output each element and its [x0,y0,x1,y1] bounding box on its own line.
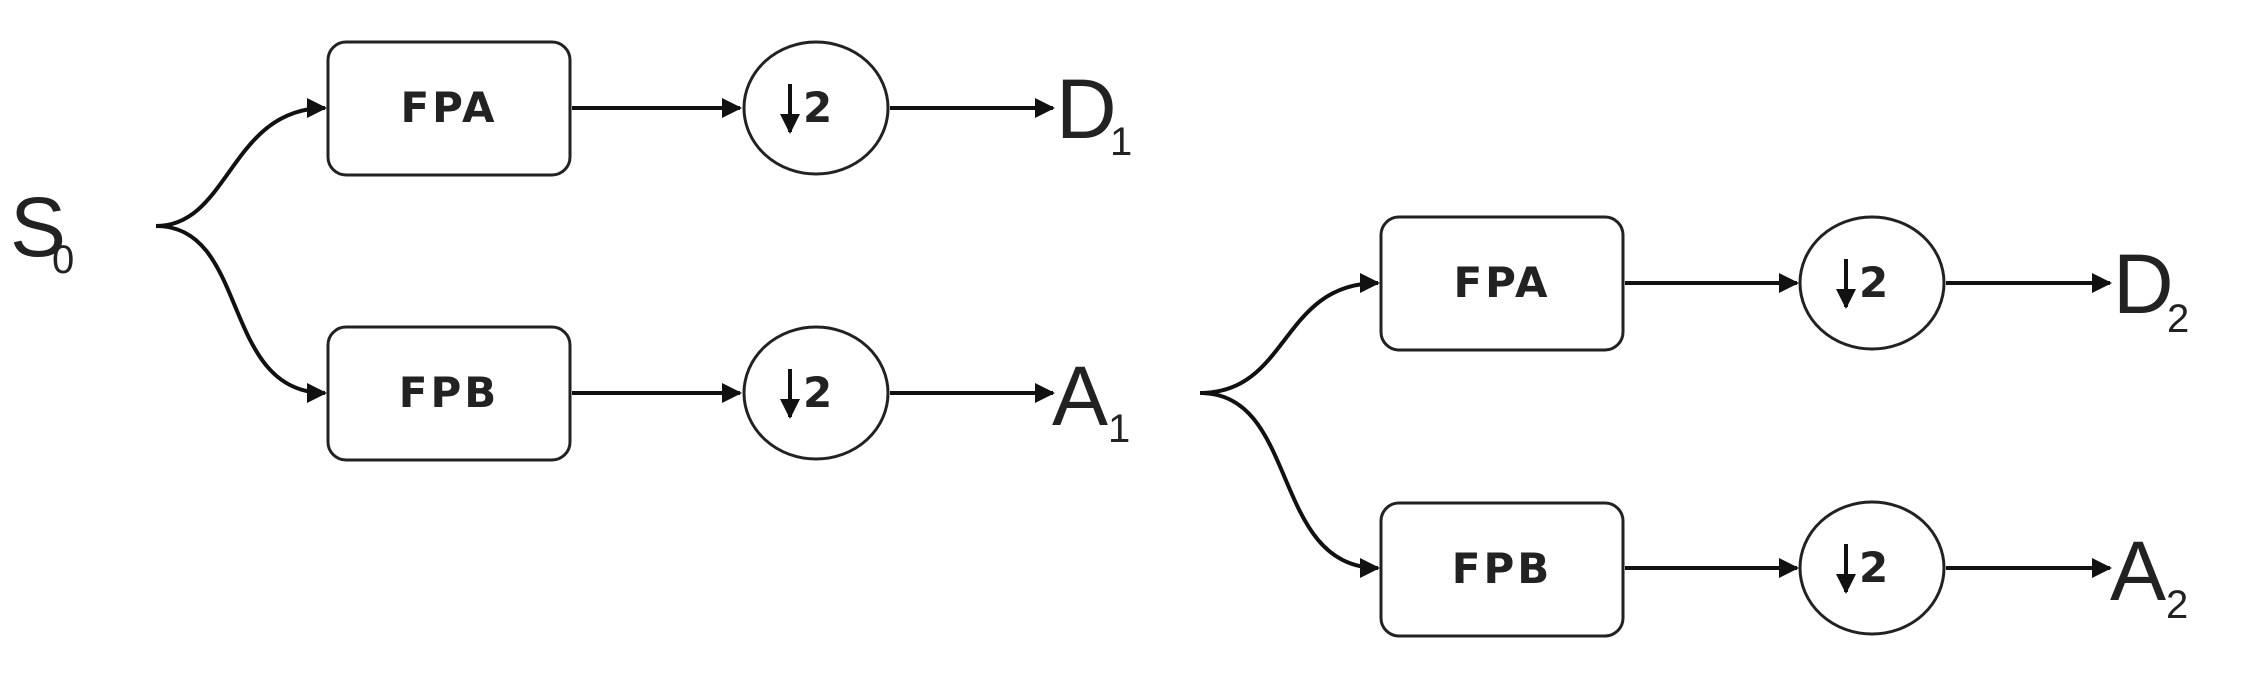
stage2-bottom-output-label: A [2110,524,2166,618]
stage1-top-output-subscript: 1 [1110,120,1132,164]
stage1-top-downsampler: 2 [742,40,890,176]
input-signal-label: S [10,180,66,274]
stage2-bottom-output: A 2 [2110,524,2188,627]
stage1-bottom-downsampler: 2 [742,325,890,461]
stage1-top-downsampler-circle [742,40,890,176]
stage2-top-downsample-factor: 2 [1859,258,1888,307]
stage1-top-filter-block: FPA [326,40,572,177]
stage2-top-output-subscript: 2 [2167,297,2189,341]
stage2-top-output: D 2 [2113,237,2189,341]
stage1-bottom-filter-label: FPB [399,368,500,417]
stage1-top-output-label: D [1056,62,1117,156]
stage1-top-downsample-factor: 2 [803,83,832,132]
stage1-top-filter-box [326,40,572,177]
stage1-bottom-downsample-factor: 2 [803,368,832,417]
stage2-bottom-output-subscript: 2 [2166,583,2188,627]
stage1-bottom-downsampler-circle [742,325,890,461]
stage1-bottom-output-label: A [1052,349,1108,443]
stage2-split-bottom-arrow [1199,391,1380,578]
stage1-bottom-filter-box [326,325,572,462]
stage1-bottom-output: A 1 [1052,349,1130,451]
stage1-top-filter-label: FPA [400,83,497,132]
stage2-top-downsampler-circle [1798,215,1946,351]
stage2-bottom-filter-box [1379,501,1625,638]
stage2-bottom-downsampler: 2 [1798,500,1946,636]
stage2-bottom-downsample-factor: 2 [1859,543,1888,592]
stage2-bottom-filter-label: FPB [1452,544,1553,593]
stage2-top-filter-block: FPA [1379,215,1625,352]
stage1-bottom-output-subscript: 1 [1108,407,1130,451]
stage2-split-top-arrow [1199,273,1380,395]
stage1-split-bottom-arrow [155,224,327,403]
stage2-top-filter-box [1379,215,1625,352]
input-signal: S 0 [10,180,74,282]
stage2-bottom-filter-block: FPB [1379,501,1625,638]
input-signal-subscript: 0 [52,238,74,282]
stage2-bottom-downsampler-circle [1798,500,1946,636]
stage2-top-output-label: D [2113,237,2174,331]
stage2-top-downsampler: 2 [1798,215,1946,351]
stage1-top-output: D 1 [1056,62,1132,164]
stage1-split-top-arrow [155,98,327,228]
stage1-bottom-filter-block: FPB [326,325,572,462]
stage2-top-filter-label: FPA [1453,258,1550,307]
